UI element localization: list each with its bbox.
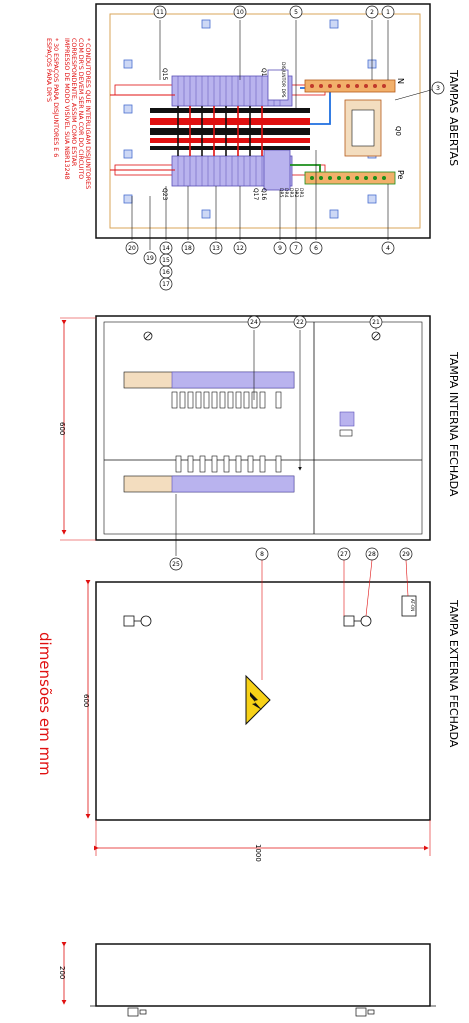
lock-left	[123, 615, 152, 627]
svg-text:600: 600	[82, 694, 90, 707]
inner-title: TAMPA INTERNA FECHADA	[447, 351, 460, 497]
svg-text:* CONDUTORES QUE INTERLIGAM DI: * CONDUTORES QUE INTERLIGAM DISJUNTORES	[84, 38, 91, 189]
svg-text:5: 5	[294, 9, 298, 16]
svg-text:AT-ON: AT-ON	[410, 599, 415, 611]
svg-text:IMPRESSO DE MODO VISÍVEL SUA N: IMPRESSO DE MODO VISÍVEL SUA NBR13248	[63, 38, 72, 180]
svg-text:7: 7	[294, 245, 298, 252]
dps-block	[267, 69, 289, 101]
svg-text:1000: 1000	[254, 844, 262, 862]
svg-text:18: 18	[184, 245, 192, 252]
svg-text:28: 28	[368, 551, 376, 558]
label-q0: Q0	[394, 126, 402, 136]
svg-text:3: 3	[436, 85, 440, 92]
svg-text:14: 14	[162, 245, 170, 252]
label-pe: Pe	[396, 170, 405, 180]
outer-cover-view: TAMPA EXTERNA FECHADA AT-ON	[36, 547, 460, 862]
label-q16: Q16	[260, 188, 267, 201]
label-dr5: DR5	[278, 188, 284, 198]
svg-text:11: 11	[156, 9, 164, 16]
tag-26	[401, 595, 417, 617]
label-q17: Q17	[252, 188, 259, 201]
open-title: TAMPAS ABERTAS	[447, 69, 460, 166]
label-n: N	[396, 78, 405, 84]
svg-text:* 30 ESPAÇOS PARA DISJUNTORES: * 30 ESPAÇOS PARA DISJUNTORES E 6	[52, 38, 59, 157]
label-dr1: DR1	[298, 188, 304, 198]
open-backplate	[109, 13, 421, 229]
label-q1: Q1	[260, 68, 267, 77]
svg-text:CORRESPONDENTE, ASSIM COMO EST: CORRESPONDENTE, ASSIM COMO ESTAR	[70, 38, 77, 167]
breaker-handles-upper	[171, 391, 282, 409]
open-panel-view: TAMPAS ABERTAS	[45, 3, 460, 291]
neutral-bar	[304, 79, 396, 93]
dr-block	[263, 149, 291, 191]
svg-text:24: 24	[250, 319, 258, 326]
label-dr3: DR3	[288, 188, 294, 198]
busbars	[150, 108, 310, 150]
svg-text:17: 17	[162, 281, 170, 288]
leader-lines-inner	[175, 324, 377, 556]
svg-text:27: 27	[340, 551, 348, 558]
cable-drops	[177, 106, 263, 156]
screws	[143, 331, 381, 341]
side-enclosure	[95, 943, 431, 1007]
label-dps: DISJUNTOR DPS	[280, 62, 286, 98]
svg-text:ESPAÇOS PARA DR'S: ESPAÇOS PARA DR'S	[45, 38, 52, 102]
inner-enclosure	[95, 315, 431, 541]
svg-text:12: 12	[236, 245, 244, 252]
svg-text:15: 15	[162, 257, 170, 264]
svg-text:22: 22	[296, 319, 304, 326]
svg-text:10: 10	[236, 9, 244, 16]
leader-lines-outer	[261, 559, 409, 680]
units-text: dimensões em mm	[36, 632, 54, 776]
svg-text:19: 19	[146, 255, 154, 262]
inner-cover-view: TAMPA INTERNA FECHADA	[58, 315, 460, 571]
outer-title: TAMPA EXTERNA FECHADA	[447, 599, 460, 748]
svg-text:600: 600	[58, 422, 66, 435]
svg-text:13: 13	[212, 245, 220, 252]
label-q15: Q15	[161, 68, 168, 81]
main-breaker-q0	[344, 99, 382, 157]
svg-text:21: 21	[372, 319, 380, 326]
balloons-inner: 21 22 24 25	[169, 315, 383, 571]
inner-main-window	[339, 411, 355, 427]
svg-text:20: 20	[128, 245, 136, 252]
svg-text:8: 8	[260, 551, 264, 558]
earth-bar	[304, 171, 396, 185]
notes: * CONDUTORES QUE INTERLIGAM DISJUNTORES …	[45, 38, 91, 189]
balloons-open: 11 10 5 2 1 3 4 6 7 9 12 13 18	[125, 5, 445, 291]
svg-text:200: 200	[58, 966, 66, 979]
svg-text:COM DR'S DEVEM SER NA COR DO C: COM DR'S DEVEM SER NA COR DO CIRCUITO	[77, 38, 84, 179]
balloons-outer: 8 27 28 29	[255, 547, 413, 561]
svg-text:2: 2	[370, 9, 374, 16]
svg-text:4: 4	[386, 245, 390, 252]
label-q23: Q23	[161, 188, 168, 201]
warning-sign	[245, 674, 271, 726]
lock-right	[343, 615, 372, 627]
side-view: 200	[58, 942, 436, 1017]
label-dr4: DR4	[283, 188, 289, 198]
svg-text:9: 9	[278, 245, 282, 252]
svg-text:6: 6	[314, 245, 318, 252]
svg-text:1: 1	[386, 9, 390, 16]
open-enclosure	[95, 3, 431, 239]
svg-text:16: 16	[162, 269, 170, 276]
side-brackets	[127, 1007, 375, 1017]
svg-text:25: 25	[172, 561, 180, 568]
leader-lines-open	[131, 20, 439, 250]
outer-enclosure	[95, 581, 431, 821]
breaker-handles-lower	[175, 455, 282, 473]
svg-text:29: 29	[402, 551, 410, 558]
